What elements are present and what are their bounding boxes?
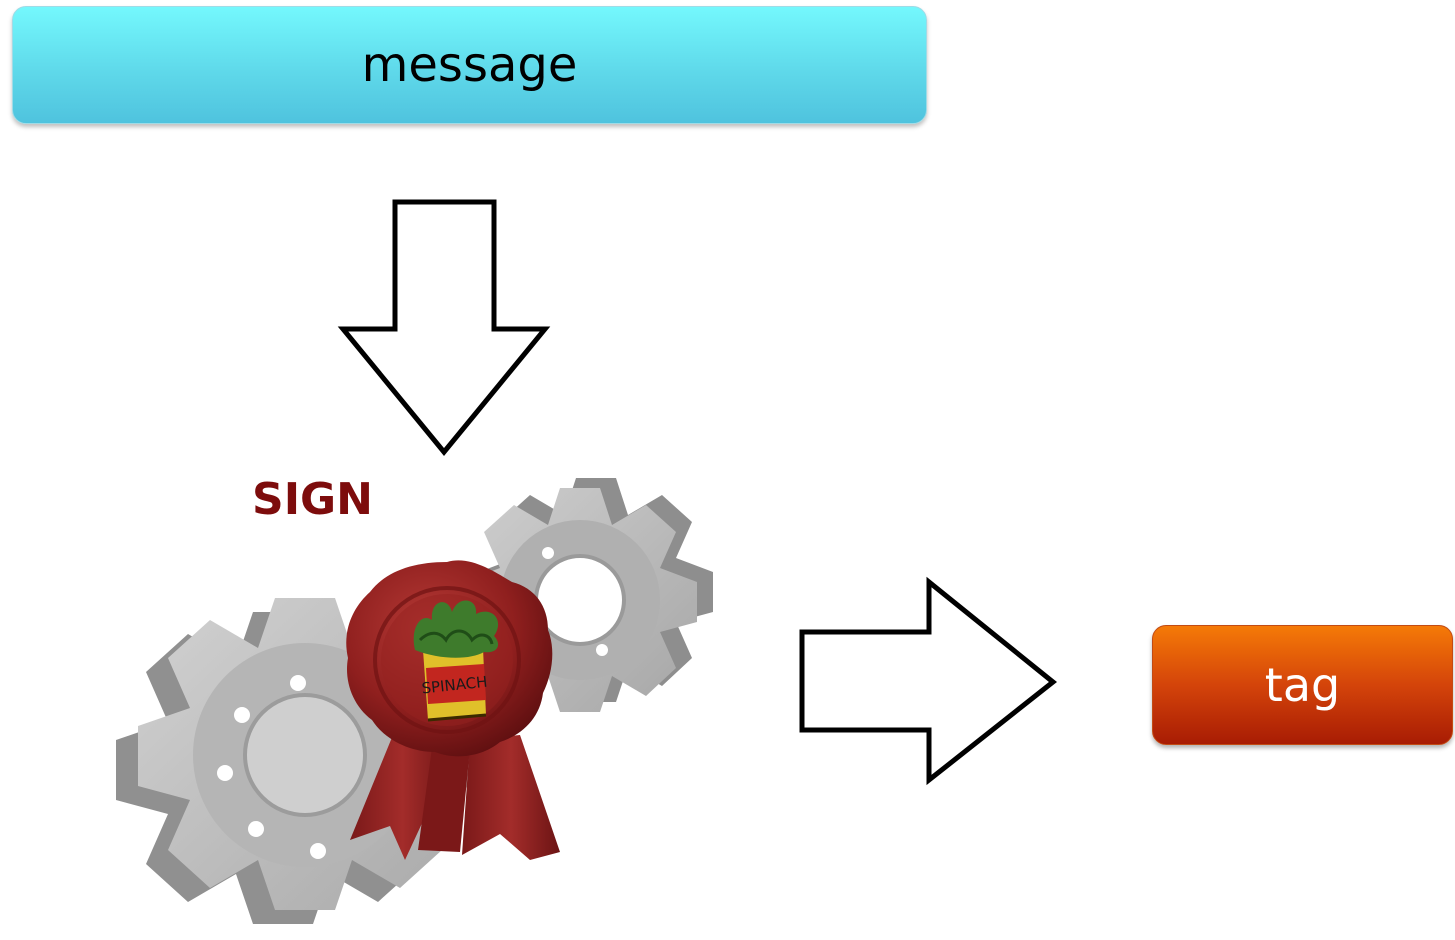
sign-label: SIGN [252, 474, 373, 525]
right-arrow-icon [799, 576, 1058, 786]
tag-box: tag [1152, 625, 1453, 745]
message-label: message [361, 37, 578, 93]
down-arrow-icon [337, 199, 551, 456]
wax-seal-icon: SPINACH [346, 560, 560, 860]
message-box: message [12, 6, 927, 124]
tag-label: tag [1264, 658, 1341, 712]
